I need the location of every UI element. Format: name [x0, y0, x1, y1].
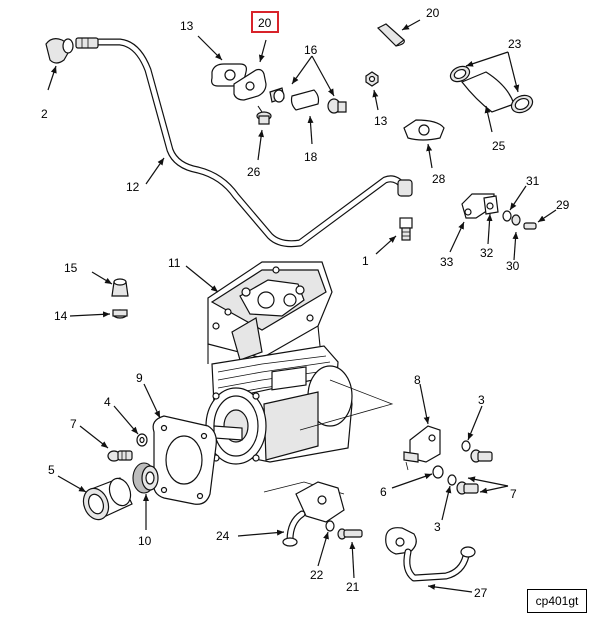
gear-11 [132, 462, 159, 494]
callout: 7 [70, 417, 77, 431]
elbow-fitting [45, 37, 99, 64]
callout: 14 [54, 309, 68, 323]
gasket-29 [403, 119, 445, 141]
straight-fitting [397, 179, 413, 241]
callout: 25 [492, 139, 506, 153]
compressor-12 [205, 261, 394, 465]
callout: 27 [474, 586, 488, 600]
callout: 13 [374, 114, 388, 128]
figure-code-label: cp401gt [527, 589, 587, 613]
cap-screw-27 [256, 105, 272, 125]
callout: 4 [104, 395, 111, 409]
callout: 20 [426, 6, 440, 20]
hose-26 [449, 65, 534, 114]
inlet-tube-28 [385, 527, 476, 582]
callout: 3 [478, 393, 485, 407]
callout: 30 [506, 259, 520, 273]
callout: 2 [41, 107, 48, 121]
callout: 24 [216, 529, 230, 543]
sleeve-6 [82, 477, 133, 521]
callout: 31 [526, 174, 540, 188]
callout: 11 [168, 256, 181, 270]
leader-lines [47, 19, 557, 593]
callout: 32 [480, 246, 494, 260]
callout: 22 [310, 568, 324, 582]
callout: 10 [138, 534, 152, 548]
bracket-9 [403, 425, 441, 471]
callout: 28 [432, 172, 446, 186]
callout: 15 [64, 261, 78, 275]
callout: 7 [510, 487, 517, 501]
callout: 3 [434, 520, 441, 534]
callout: 8 [414, 373, 421, 387]
cover-plate-20 [233, 68, 267, 101]
gasket-10 [152, 415, 217, 505]
callout: 23 [508, 37, 522, 51]
washer-screw-22-23 [325, 520, 363, 540]
callout: 6 [380, 485, 387, 499]
callout: 5 [48, 463, 55, 477]
callout: 16 [304, 43, 318, 57]
callout: 33 [440, 255, 454, 269]
washers-3-5 [432, 440, 471, 486]
callout: 21 [346, 580, 360, 594]
plug-21 [376, 23, 405, 47]
callout: 13 [180, 19, 194, 33]
washer-4 [136, 433, 148, 447]
screw-8 [107, 450, 133, 462]
callout: 29 [556, 198, 570, 212]
bracket-33-34 [461, 193, 537, 230]
callout: 9 [136, 371, 143, 385]
callout: 18 [304, 150, 318, 164]
fitting-15-16 [111, 278, 129, 319]
callout: 26 [247, 165, 261, 179]
hose-assembly-17-19 [269, 87, 347, 114]
callout: 1 [362, 254, 369, 268]
highlighted-callout-box [251, 11, 279, 33]
flange-elbow-25 [263, 481, 345, 547]
discharge-tube [94, 38, 407, 248]
callout-labels: 2 13 20 16 18 26 20 13 23 25 28 12 1 31 … [41, 6, 570, 600]
callout: 12 [126, 180, 140, 194]
screws-7 [456, 449, 493, 495]
callout-20: 20 [258, 16, 272, 30]
nut-14 [365, 71, 379, 87]
